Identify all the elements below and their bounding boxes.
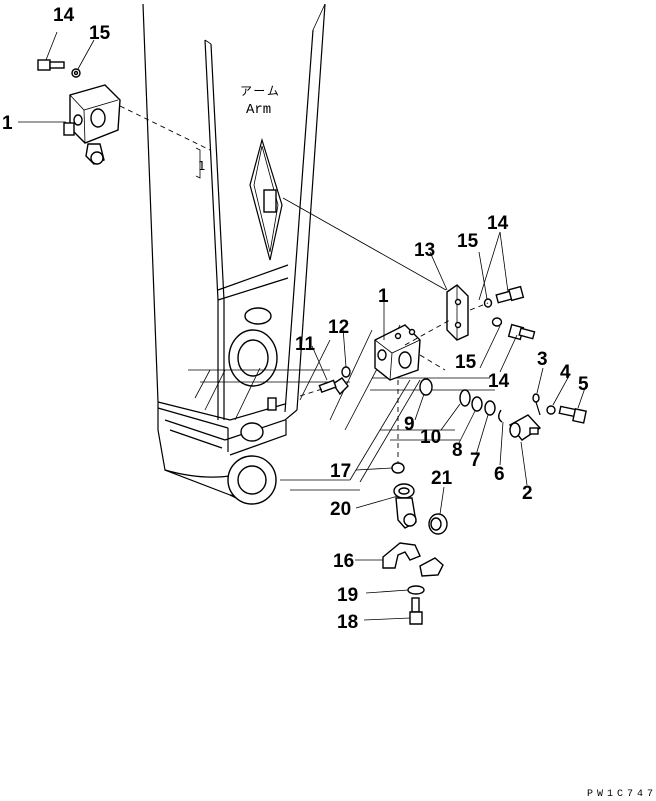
callout-5: 5 [578,374,589,395]
bolt-11 [318,377,349,396]
pin-3 [532,393,541,416]
arm-label-jp: アーム [240,84,281,98]
callout-18: 18 [337,612,358,633]
callout-15-right: 15 [457,231,479,252]
callout-14-lower: 14 [488,371,510,392]
callout-3: 3 [537,349,548,370]
callout-6: 6 [494,464,505,485]
washer-19 [407,585,425,595]
bolt-upper [483,285,525,308]
callout-13: 13 [414,240,435,261]
o-ring-9 [419,378,433,396]
callout-17: 17 [330,461,351,482]
callout-21: 21 [431,468,453,489]
callout-11: 11 [295,334,316,355]
bolt-18 [409,597,423,625]
callout-16: 16 [333,551,354,572]
callout-2: 2 [522,483,533,504]
o-ring-8 [471,396,483,412]
sensor-2 [508,414,542,441]
drawing-code: PW1C747 [587,789,656,800]
bolt-lower [507,323,536,341]
svg-text:1: 1 [198,159,208,173]
callout-1-upper-left: 1 [2,113,13,134]
snap-ring-6 [498,409,503,423]
o-ring-7 [484,400,496,416]
plug-17 [391,462,405,474]
bolt-5 [558,405,587,424]
callout-8: 8 [452,440,463,461]
leader-lines [18,31,587,621]
callout-1-main: 1 [378,286,389,307]
valve-block-main [374,324,421,381]
callout-19: 19 [337,585,358,606]
callout-9: 9 [404,414,415,435]
callout-labels: 14 15 1 13 15 14 1 12 11 15 3 4 5 14 9 1… [2,5,589,633]
callout-20: 20 [330,499,351,520]
callout-12: 12 [328,317,349,338]
callout-4: 4 [560,362,571,383]
arm-body: 1 [142,3,326,505]
valve-block-upper-left [37,59,121,165]
seal-21 [428,513,448,535]
washer [491,317,503,327]
callout-14-upper-left: 14 [53,5,75,26]
callout-10: 10 [420,427,441,448]
callout-15-upper-left: 15 [89,23,111,44]
callout-14-right: 14 [487,213,509,234]
arm-label-en: Arm [246,102,271,118]
clamp-16 [382,542,444,577]
bracket [446,284,469,341]
o-ring-10 [459,389,471,407]
washer-12 [341,366,351,378]
callout-15-lower: 15 [455,352,477,373]
elbow-20 [393,483,417,529]
washer-4 [546,405,556,415]
callout-7: 7 [470,450,481,471]
